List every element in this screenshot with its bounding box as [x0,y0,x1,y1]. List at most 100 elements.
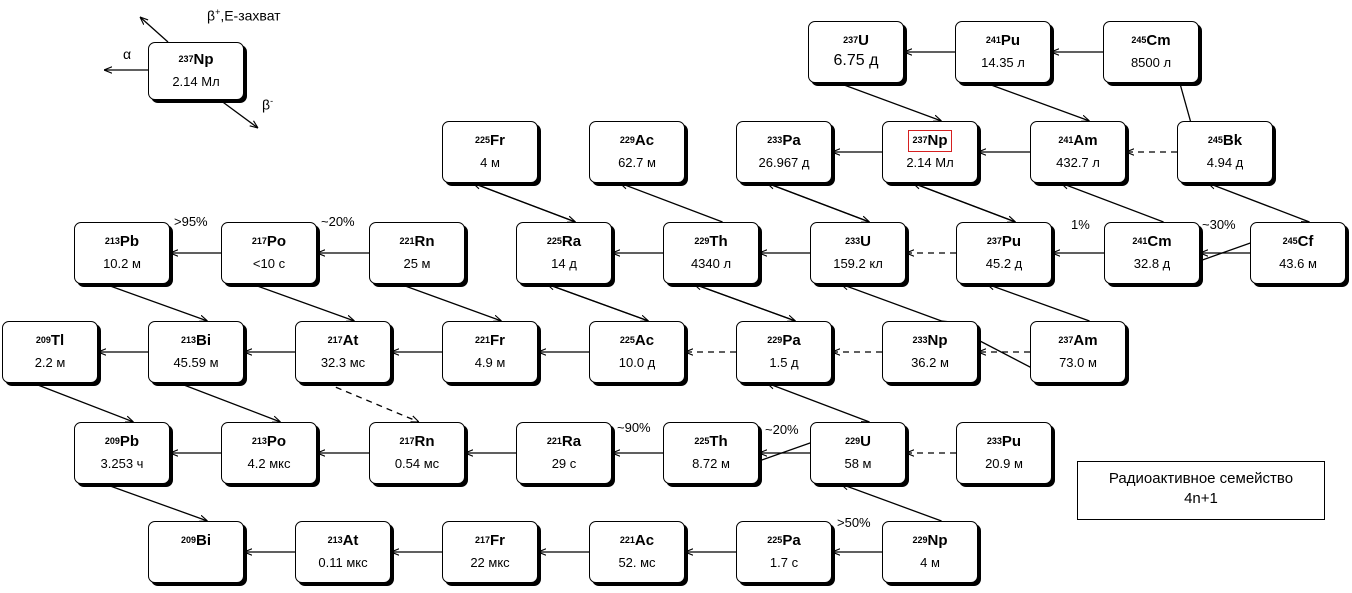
nuclide-halflife: 8.72 м [692,456,730,471]
nuclide-symbol: 233Np [912,332,948,349]
beta-plus-arrow-ra225 [473,183,576,223]
nuclide-halflife: 4.94 д [1206,155,1244,170]
nuclide-cf245: 245Cf 43.6 м [1250,222,1346,284]
beta-plus-arrow-u233 [767,183,870,223]
nuclide-symbol: 225Th [694,433,728,450]
nuclide-symbol: 225Fr [474,132,506,149]
nuclide-symbol: 213Pb [104,233,140,250]
nuclide-halflife: 0.11 мкс [318,555,368,570]
nuclide-symbol: 241Am [1058,132,1098,149]
nuclide-halflife: 0.54 мс [394,456,440,471]
legend-nuclide-box: 237Np 2.14 Мл [148,42,244,100]
nuclide-halflife: 3.253 ч [100,456,144,471]
family-caption-formula: 4n+1 [1184,490,1218,507]
nuclide-symbol: 233Pa [767,132,801,149]
family-caption-box: Радиоактивное семейство 4n+1 [1077,461,1325,520]
nuclide-symbol: 245Bk [1207,132,1243,149]
nuclide-halflife: 45.59 м [173,355,219,370]
nuclide-symbol: 245Cf [1282,233,1314,250]
nuclide-th225: 225Th 8.72 м [663,422,759,484]
branch-label-pa225: >50% [837,515,871,530]
nuclide-symbol: 237Np [908,130,952,152]
nuclide-symbol: 241Cm [1132,233,1172,250]
branch-label-po217: ~20% [321,214,355,229]
nuclide-fr225: 225Fr 4 м [442,121,538,183]
legend-beta-plus-arrow [140,17,169,43]
nuclide-symbol: 213Po [251,433,287,450]
nuclide-symbol: 237U [843,32,869,49]
beta-minus-arrow-at217 [325,382,419,423]
nuclide-symbol: 233U [845,233,871,250]
nuclide-symbol: 229Np [912,532,948,549]
legend-nuclide-symbol: 237Np [178,51,214,68]
nuclide-halflife: 2.14 Мл [906,155,954,170]
nuclide-symbol: 229Pa [767,332,801,349]
nuclide-bk245: 245Bk 4.94 д [1177,121,1273,183]
nuclide-symbol: 225Pa [767,532,801,549]
nuclide-symbol: 217Rn [399,433,435,450]
nuclide-symbol: 225Ac [619,332,655,349]
nuclide-halflife: 4 м [920,555,940,570]
nuclide-u237: 237U 6.75 д [808,21,904,83]
beta-plus-arrow-np229 [841,484,942,522]
nuclide-symbol: 237Am [1058,332,1098,349]
nuclide-halflife: 4340 л [690,256,732,271]
nuclide-symbol: 217At [327,332,359,349]
nuclide-ra221: 221Ra 29 с [516,422,612,484]
nuclide-halflife: 58 м [844,456,872,471]
branch-label-th225: ~20% [765,422,799,437]
nuclide-halflife: 73.0 м [1059,355,1097,370]
beta-plus-arrow-cm241 [1061,183,1164,223]
beta-plus-arrow-ac225 [547,284,649,322]
nuclide-halflife: 43.6 м [1279,256,1317,271]
nuclide-halflife: 4 м [480,155,500,170]
nuclide-symbol: 221Ac [619,532,655,549]
nuclide-am237: 237Am 73.0 м [1030,321,1126,383]
beta-plus-arrow-pu237 [913,183,1016,223]
nuclide-ac221: 221Ac 52. мс [589,521,685,583]
nuclide-halflife: 6.75 д [833,52,879,69]
beta-plus-arrow-am237 [987,284,1090,322]
beta-plus-arrow-np233 [841,284,942,322]
nuclide-halflife: 20.9 м [985,456,1023,471]
nuclide-halflife: 45.2 д [985,256,1023,271]
branch-label-pb213: >95% [174,214,208,229]
nuclide-halflife: 62.7 м [618,155,656,170]
nuclide-symbol: 229Th [694,233,728,250]
nuclide-symbol: 213Bi [180,332,212,349]
nuclide-halflife: 14 д [551,256,577,271]
nuclide-symbol: 221Ra [546,433,582,450]
branch-label-pu237: 1% [1071,217,1090,232]
nuclide-halflife: 52. мс [618,555,656,570]
nuclide-halflife: 14.35 л [981,55,1025,70]
beta-plus-arrow-cf245 [1208,183,1310,223]
nuclide-halflife: 29 с [551,456,577,471]
legend-beta-minus-arrow [219,99,258,128]
beta-plus-arrow-pa229 [694,284,796,322]
nuclide-pa225: 225Pa 1.7 с [736,521,832,583]
beta-plus-arrow-u229 [767,383,870,423]
nuclide-halflife: 1.7 с [769,555,799,570]
branch-label-ra221: ~90% [617,420,651,435]
nuclide-halflife: 26.967 д [758,155,810,170]
nuclide-halflife: 32.3 мс [320,355,366,370]
nuclide-po217: 217Po<10 с [221,222,317,284]
nuclide-bi209: 209Bi [148,521,244,583]
branch-label-cm241: ~30% [1202,217,1236,232]
nuclide-symbol: 217Po [251,233,287,250]
nuclide-symbol: 233Pu [986,433,1022,450]
